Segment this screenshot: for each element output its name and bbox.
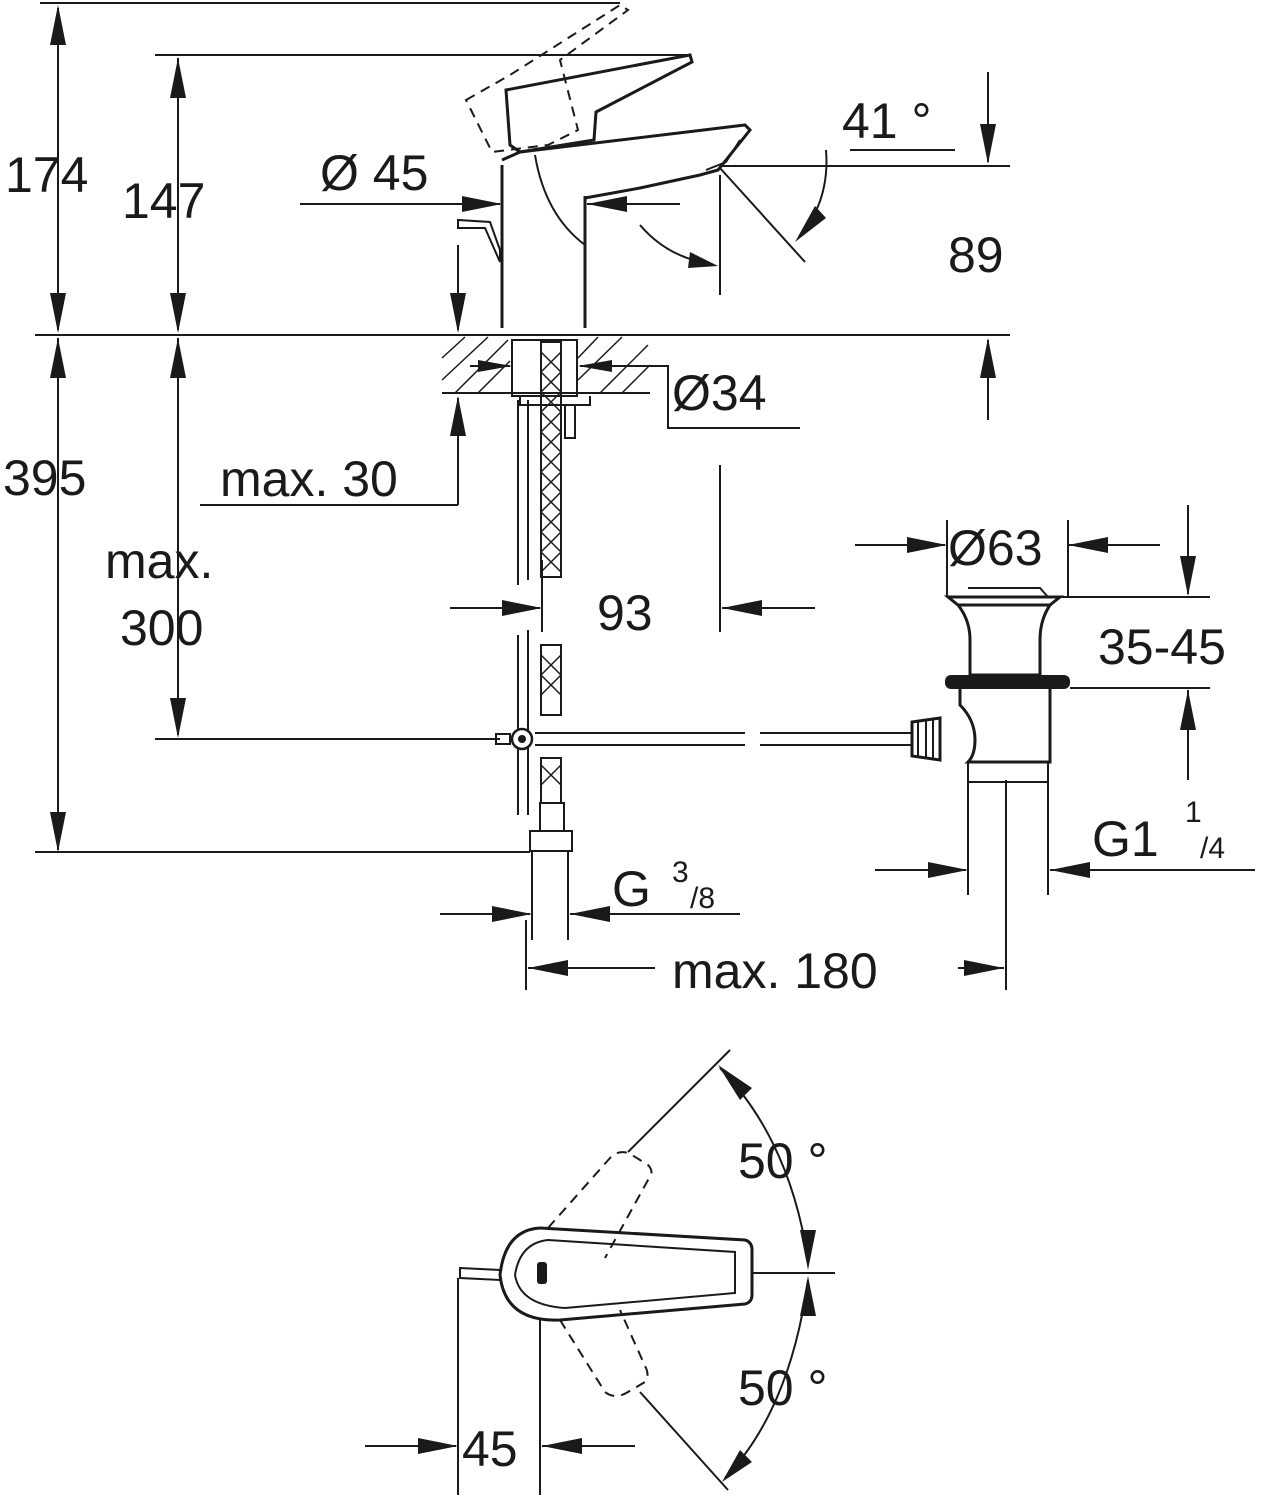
waste-outlet-thread xyxy=(967,761,1049,783)
waste-outlet-pipe xyxy=(967,782,1049,895)
label-max300-line2: 300 xyxy=(120,600,203,656)
deck-hatching-right xyxy=(577,336,651,394)
shank-bolt xyxy=(564,405,576,439)
waste-plug-cap xyxy=(943,595,1065,607)
braided-hose-lower xyxy=(540,644,562,716)
lever-raised-dashed xyxy=(464,3,630,154)
waste-assembly xyxy=(910,587,1070,895)
top-view-rotated-lower xyxy=(559,1309,649,1397)
label-174: 174 xyxy=(5,147,88,203)
label-35-45: 35-45 xyxy=(1098,619,1226,675)
top-view-inner xyxy=(513,1238,736,1310)
waste-side-nut xyxy=(910,716,942,762)
waste-lower-body xyxy=(958,689,1052,764)
label-147: 147 xyxy=(122,173,205,229)
spout-tip xyxy=(705,139,741,171)
label-g38-main: G xyxy=(612,861,651,917)
label-45-top: 45 xyxy=(462,1421,518,1477)
top-view-rotated-upper xyxy=(547,1151,653,1259)
rod-clamp-center xyxy=(518,735,526,743)
label-395: 395 xyxy=(3,450,86,506)
deck-section xyxy=(35,334,1010,439)
spout-sweep-arrow xyxy=(688,252,718,268)
label-50-lower: 50 ° xyxy=(738,1360,828,1416)
spout-outline xyxy=(501,123,753,200)
hose-left xyxy=(517,400,529,585)
dimension-labels: 174 147 Ø 45 41 ° 89 Ø34 max. 30 395 max… xyxy=(3,93,1226,1477)
label-g38-num: 3 xyxy=(672,856,689,889)
waste-plug-top xyxy=(968,587,1049,598)
supply-pipe xyxy=(531,851,569,940)
label-g1-main: G1 xyxy=(1092,811,1159,867)
dimension-lines xyxy=(35,2,1255,990)
lever-sweep-arc xyxy=(534,154,586,246)
tap-body-outline xyxy=(500,165,587,328)
label-93: 93 xyxy=(597,585,653,641)
label-g1-den: /4 xyxy=(1200,832,1225,865)
label-41-deg: 41 ° xyxy=(842,93,932,149)
top-view-indicator xyxy=(537,1262,547,1284)
tap-top-view xyxy=(365,1049,835,1495)
waste-gasket xyxy=(945,675,1070,689)
label-max180: max. 180 xyxy=(672,943,878,999)
label-g1-num: 1 xyxy=(1185,796,1202,829)
lever-handle xyxy=(504,53,694,154)
braid-pattern xyxy=(540,351,562,786)
hose-nut xyxy=(529,830,573,852)
popup-linkage xyxy=(495,727,912,751)
label-50-upper: 50 ° xyxy=(738,1133,828,1189)
label-g38-den: /8 xyxy=(690,882,715,915)
top-view-popup-knob xyxy=(459,1266,501,1282)
label-max300-line1: max. xyxy=(105,533,213,589)
hose-connector xyxy=(539,802,565,832)
popup-rod-knob xyxy=(457,218,501,263)
braided-hose xyxy=(540,341,562,578)
label-89: 89 xyxy=(948,227,1004,283)
waste-side-nut-ribs xyxy=(917,720,934,759)
label-d63: Ø63 xyxy=(948,520,1043,576)
tap-side-view xyxy=(457,3,753,328)
waste-body xyxy=(956,604,1052,677)
label-max30: max. 30 xyxy=(220,451,398,507)
label-d45: Ø 45 xyxy=(320,145,428,201)
supply-hoses xyxy=(517,341,573,940)
braided-hose-bottom xyxy=(540,757,562,804)
horizontal-rod xyxy=(535,732,745,746)
hose-left-lower xyxy=(517,630,529,815)
horizontal-rod-right xyxy=(760,732,912,746)
label-d34: Ø34 xyxy=(672,365,767,421)
